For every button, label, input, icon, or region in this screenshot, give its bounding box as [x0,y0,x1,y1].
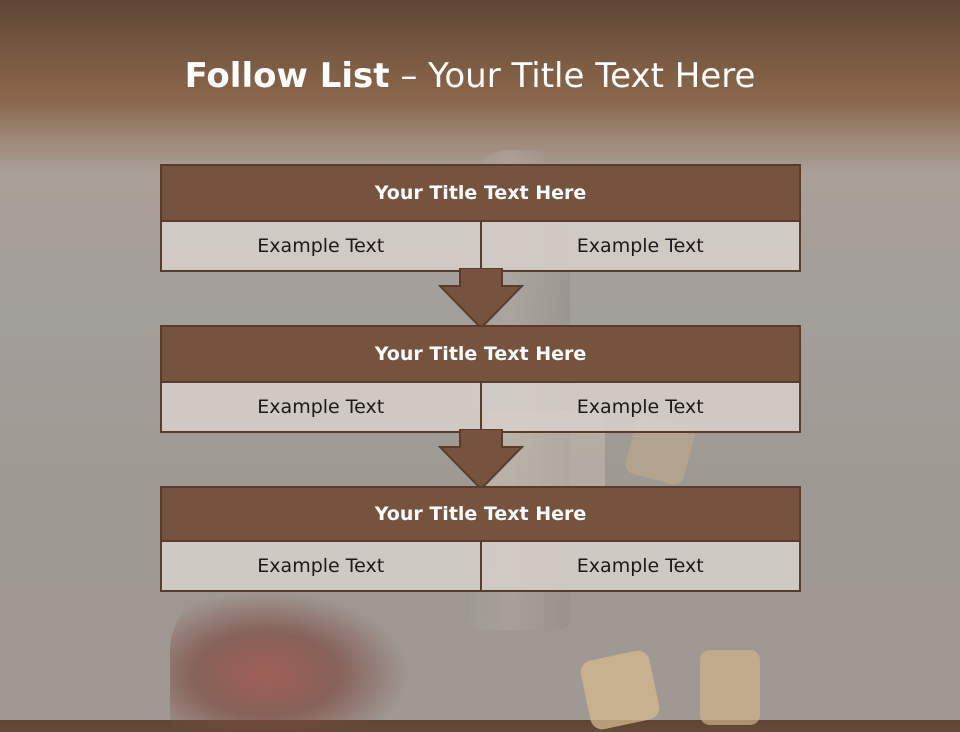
slide-title-rest: – Your Title Text Here [389,56,756,96]
list-block-2: Your Title Text Here Example Text Exampl… [160,325,801,433]
list-block-1: Your Title Text Here Example Text Exampl… [160,164,801,272]
down-arrow-icon [438,429,524,491]
slide-title-bold: Follow List [184,56,390,96]
block-cell-left: Example Text [162,383,480,431]
block-row: Example Text Example Text [160,383,801,433]
background-cork [700,650,760,725]
block-row: Example Text Example Text [160,542,801,592]
down-arrow-icon [438,268,524,330]
block-title: Your Title Text Here [160,164,801,222]
block-title: Your Title Text Here [160,325,801,383]
block-cell-right: Example Text [479,542,799,590]
slide-title: Follow List – Your Title Text Here [0,52,940,100]
block-row: Example Text Example Text [160,222,801,272]
list-block-3: Your Title Text Here Example Text Exampl… [160,486,801,592]
background-corkscrew [170,590,410,730]
block-cell-right: Example Text [479,222,799,270]
block-cell-right: Example Text [479,383,799,431]
block-title: Your Title Text Here [160,486,801,542]
background-cork [578,648,662,732]
block-cell-left: Example Text [162,542,480,590]
block-cell-left: Example Text [162,222,480,270]
